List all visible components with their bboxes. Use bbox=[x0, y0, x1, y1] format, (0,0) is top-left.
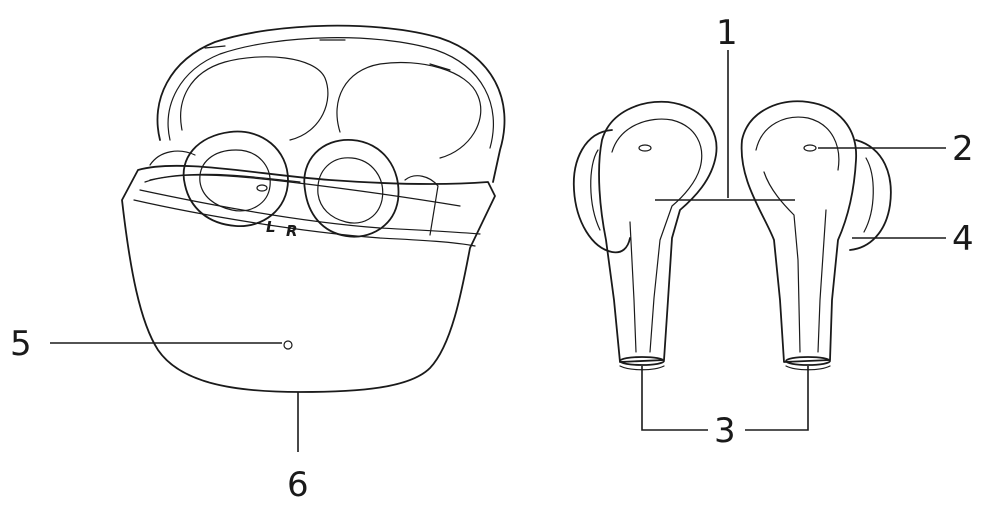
case-right-earbud bbox=[303, 139, 439, 238]
right-touch-sensor bbox=[803, 144, 817, 152]
callout-numbers: 1 2 3 4 5 6 bbox=[10, 13, 974, 505]
case-body bbox=[121, 164, 496, 393]
callout-5: 5 bbox=[10, 324, 32, 364]
case-lid bbox=[156, 24, 506, 183]
indicator-light bbox=[283, 340, 293, 350]
callout-2: 2 bbox=[952, 129, 974, 169]
callout-4: 4 bbox=[952, 219, 974, 259]
case-left-marking: L bbox=[266, 218, 276, 236]
leader-lines bbox=[50, 50, 946, 452]
callout-6: 6 bbox=[287, 465, 309, 505]
leader-3 bbox=[641, 366, 809, 431]
callout-1: 1 bbox=[716, 13, 738, 53]
left-touch-sensor bbox=[638, 144, 652, 152]
right-charging-contact bbox=[785, 356, 831, 366]
leader-1 bbox=[655, 50, 795, 201]
case-right-marking: R bbox=[286, 222, 298, 240]
earbud-left bbox=[572, 100, 718, 371]
earbud-right bbox=[740, 100, 892, 371]
callout-3: 3 bbox=[714, 411, 736, 451]
case-left-earbud bbox=[149, 130, 289, 227]
charging-case: L R bbox=[121, 24, 506, 393]
left-charging-contact bbox=[619, 356, 665, 366]
